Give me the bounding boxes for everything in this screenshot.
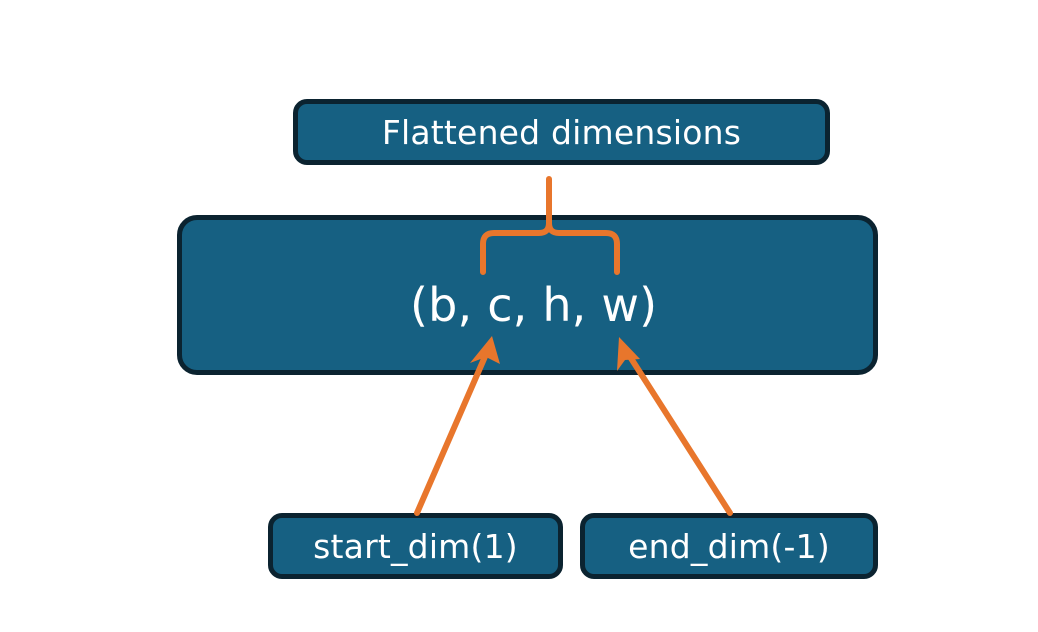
tensor-shape-label: (b, c, h, w) xyxy=(410,278,658,332)
flattened-dimensions-node: Flattened dimensions xyxy=(293,99,830,165)
tensor-shape-node: (b, c, h, w) xyxy=(177,215,878,375)
flattened-dimensions-label: Flattened dimensions xyxy=(381,112,742,152)
start-dim-node: start_dim(1) xyxy=(268,513,563,579)
end-dim-label: end_dim(-1) xyxy=(628,526,830,566)
end-dim-node: end_dim(-1) xyxy=(580,513,878,579)
start-dim-label: start_dim(1) xyxy=(313,526,518,566)
